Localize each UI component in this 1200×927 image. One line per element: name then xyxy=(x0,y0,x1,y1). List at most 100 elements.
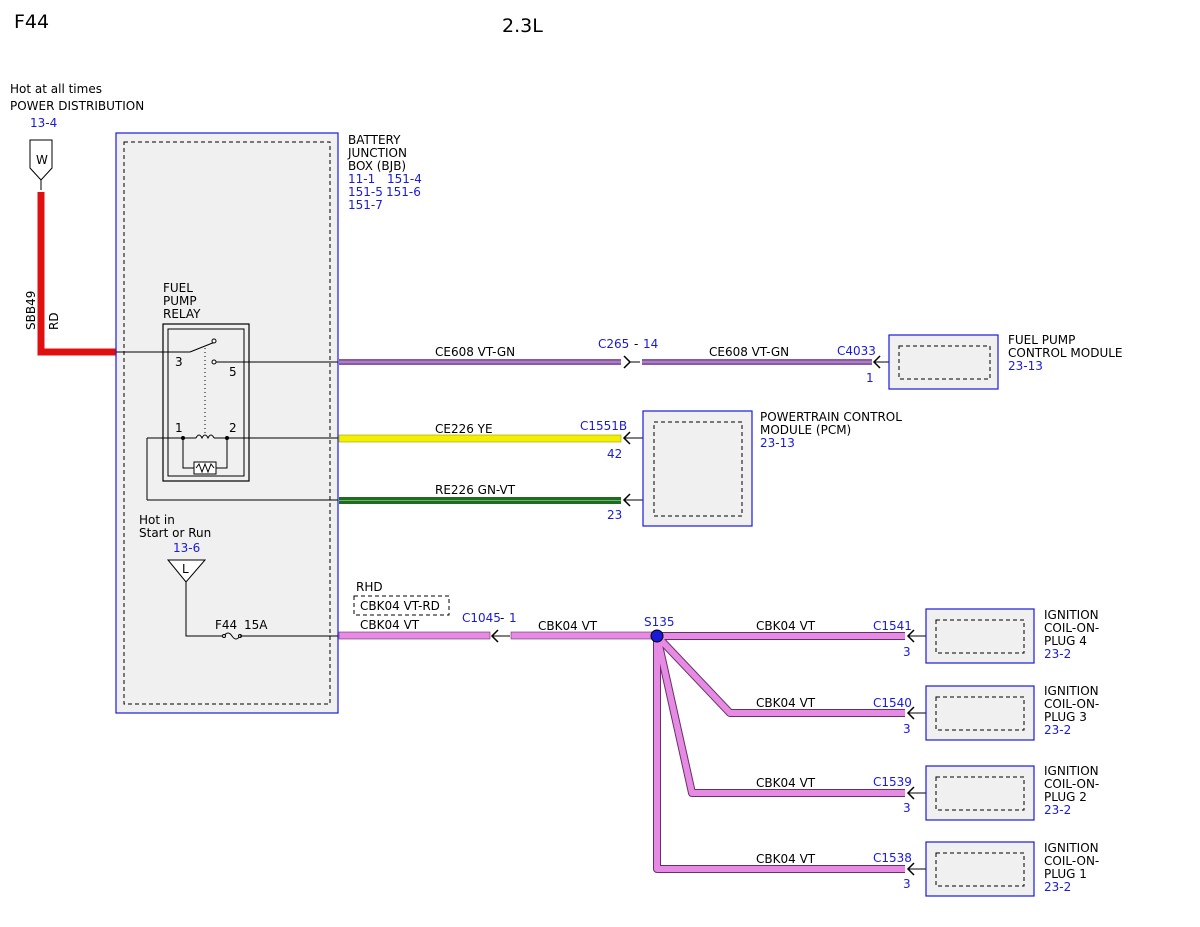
splice-branches xyxy=(653,632,905,873)
bjb-inner-outline xyxy=(123,141,331,705)
c1539-pin: 3 xyxy=(903,801,911,815)
c1551b-pin-42: 42 xyxy=(607,447,622,461)
coil1-box xyxy=(925,841,1035,897)
relay-resistor-zigzag xyxy=(195,462,215,474)
pcm-inner xyxy=(653,421,743,517)
coil2-name-1: IGNITION xyxy=(1044,764,1099,778)
rhd-label: RHD xyxy=(356,580,383,594)
c1539-label: C1539 xyxy=(873,775,912,789)
pcm-ref: 23-13 xyxy=(760,436,795,450)
coil2-name-3: PLUG 2 xyxy=(1044,790,1087,804)
c1551b-pin-23: 23 xyxy=(607,508,622,522)
pcm-name-2: MODULE (PCM) xyxy=(760,423,851,437)
c265-pin: 14 xyxy=(643,337,658,351)
relay-pin-2: 2 xyxy=(229,421,237,435)
bjb-name-2: JUNCTION xyxy=(347,146,407,160)
diagram-code: F44 xyxy=(14,11,49,33)
coil1-name-3: PLUG 1 xyxy=(1044,867,1087,881)
coil4-name-3: PLUG 4 xyxy=(1044,634,1087,648)
bjb-ref-151-6: 151-6 xyxy=(386,185,421,199)
coil3-name-1: IGNITION xyxy=(1044,684,1099,698)
coil3-name-3: PLUG 3 xyxy=(1044,710,1087,724)
relay-name-1: FUEL xyxy=(163,281,193,295)
c4033-pin: 1 xyxy=(866,371,874,385)
coil3-ref: 23-2 xyxy=(1044,723,1071,737)
relay-pin-3: 3 xyxy=(175,355,183,369)
fpcm-name-1: FUEL PUMP xyxy=(1008,333,1075,347)
cbk-bjb-label: CBK04 VT xyxy=(360,618,420,632)
fuse-id: F44 xyxy=(215,618,237,632)
coil4-ref: 23-2 xyxy=(1044,647,1071,661)
power-wire-id: SBB49 xyxy=(24,291,38,330)
ign-start-run-label: Start or Run xyxy=(139,526,211,540)
rhd-wire-label: CBK04 VT-RD xyxy=(360,599,440,613)
c1045-pin: 1 xyxy=(509,611,517,625)
coil1-name-2: COIL-ON- xyxy=(1044,854,1099,868)
power-terminal-symbol xyxy=(29,139,53,181)
relay-inner-box xyxy=(167,328,245,477)
ign-terminal-letter: L xyxy=(182,562,189,576)
fuse-end-left xyxy=(222,634,226,638)
re226-label: RE226 GN-VT xyxy=(435,483,516,497)
bjb-ref-151-7: 151-7 xyxy=(348,198,383,212)
fuse-rating: 15A xyxy=(244,618,268,632)
splice-s135-dot xyxy=(650,629,664,643)
coil1-name-1: IGNITION xyxy=(1044,841,1099,855)
fuse-symbol xyxy=(223,632,241,640)
bjb-box xyxy=(115,132,339,714)
wire-cbk04-splice-feed xyxy=(510,631,658,640)
ign-feed-line xyxy=(185,582,224,637)
relay-outer-box xyxy=(162,323,250,482)
engine-label: 2.3L xyxy=(502,15,543,37)
bjb-name-1: BATTERY xyxy=(348,133,401,147)
c1538-pin: 3 xyxy=(903,877,911,891)
relay-name-2: PUMP xyxy=(163,294,197,308)
c1045-label: C1045 xyxy=(462,611,501,625)
power-ref: 13-4 xyxy=(30,116,57,130)
ce608-left-label: CE608 VT-GN xyxy=(435,345,515,359)
bjb-name-3: BOX (BJB) xyxy=(348,159,406,173)
wire-ce608-left xyxy=(339,359,621,365)
rhd-box xyxy=(353,595,450,616)
relay-switch-contact xyxy=(211,338,217,344)
relay-name-3: RELAY xyxy=(163,307,201,321)
cbk-feed-label: CBK04 VT xyxy=(538,619,598,633)
ign-hot-label: Hot in xyxy=(139,513,175,527)
coil1-ref: 23-2 xyxy=(1044,880,1071,894)
c4033-label: C4033 xyxy=(837,344,876,358)
splice-label: S135 xyxy=(644,615,675,629)
c1540-label: C1540 xyxy=(873,696,912,710)
cbk-coil1-label: CBK04 VT xyxy=(756,852,816,866)
svg-text:-: - xyxy=(634,337,638,351)
coil4-name-2: COIL-ON- xyxy=(1044,621,1099,635)
relay-switch-blade xyxy=(189,341,216,353)
cbk-coil2-label: CBK04 VT xyxy=(756,776,816,790)
ign-terminal-symbol xyxy=(166,559,207,583)
wire-ce226 xyxy=(338,434,622,443)
coil3-name-2: COIL-ON- xyxy=(1044,697,1099,711)
relay-coil-winding xyxy=(195,434,215,440)
c1541-label: C1541 xyxy=(873,619,912,633)
coil2-inner xyxy=(935,776,1025,811)
ce226-label: CE226 YE xyxy=(435,422,493,436)
power-hot-label: Hot at all times xyxy=(10,82,102,96)
c265-arrow xyxy=(623,355,632,369)
fpcm-inner xyxy=(898,345,991,380)
fpcm-name-2: CONTROL MODULE xyxy=(1008,346,1123,360)
c1541-pin: 3 xyxy=(903,645,911,659)
relay-pin-1: 1 xyxy=(175,421,183,435)
wire-ce608-right xyxy=(642,359,872,365)
coil2-box xyxy=(925,765,1035,821)
coil2-ref: 23-2 xyxy=(1044,803,1071,817)
c1538-label: C1538 xyxy=(873,851,912,865)
c265-label: C265 xyxy=(598,337,629,351)
ce608-right-label: CE608 VT-GN xyxy=(709,345,789,359)
c1540-pin: 3 xyxy=(903,722,911,736)
coil4-name-1: IGNITION xyxy=(1044,608,1099,622)
coil3-inner xyxy=(935,696,1025,731)
bjb-ref-11-1: 11-1 xyxy=(348,172,375,186)
c1551b-label: C1551B xyxy=(580,419,627,433)
bjb-ref-151-5: 151-5 xyxy=(348,185,383,199)
coil4-box xyxy=(925,608,1035,664)
